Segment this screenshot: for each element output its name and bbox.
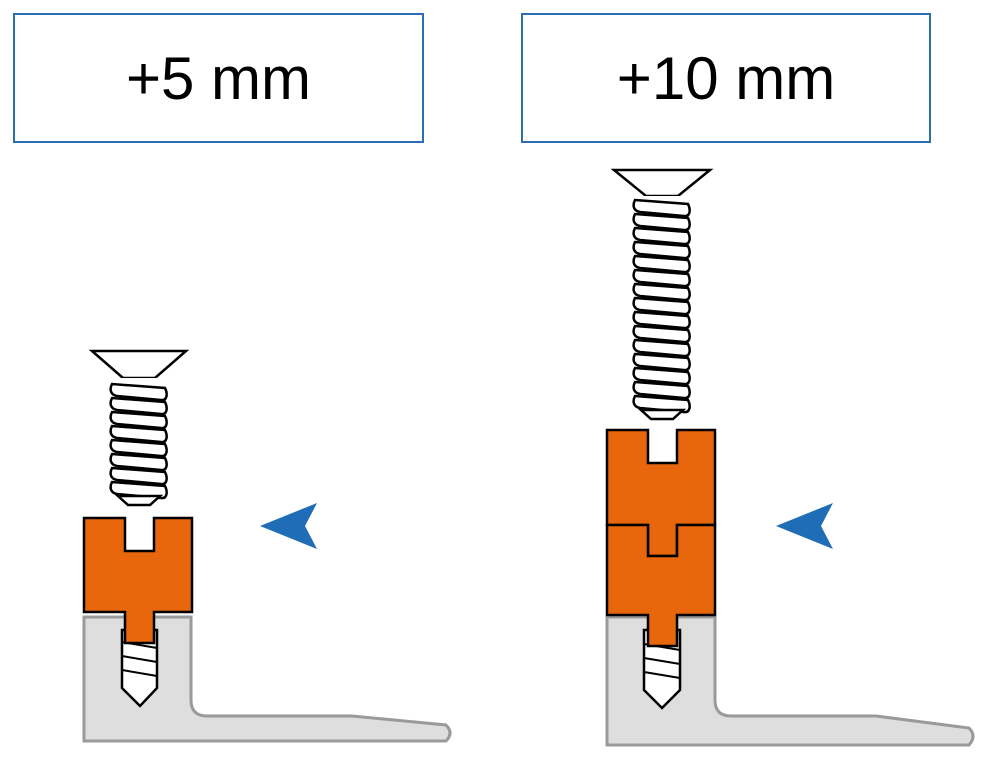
- bracket-left: [82, 615, 452, 743]
- bracket-right: [605, 615, 975, 747]
- label-box-plus-10mm: +10 mm: [521, 13, 931, 143]
- label-plus-10mm: +10 mm: [616, 44, 836, 112]
- spacer-block-right-bottom: [605, 523, 717, 648]
- label-box-plus-5mm: +5 mm: [13, 13, 424, 143]
- pointer-arrow-icon-right: [776, 503, 833, 549]
- spacer-block-left: [82, 516, 194, 645]
- assembly-plus-5mm: [82, 349, 452, 743]
- screw-icon-left: [88, 349, 190, 507]
- assembly-plus-10mm: [605, 168, 975, 747]
- screw-icon-right: [610, 168, 714, 421]
- pointer-arrow-icon-left: [260, 503, 317, 549]
- label-plus-5mm: +5 mm: [125, 44, 312, 112]
